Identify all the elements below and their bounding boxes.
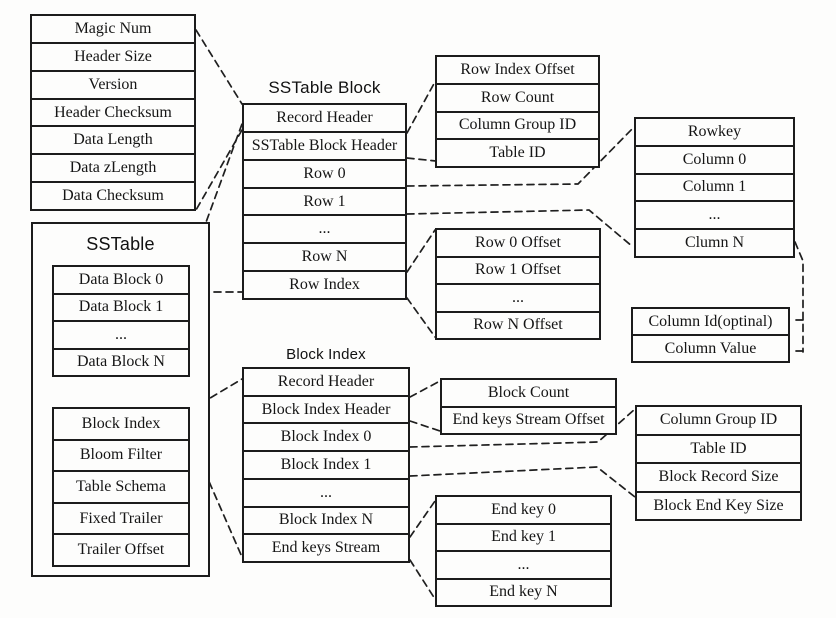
sstable-meta-row: Trailer Offset: [54, 533, 188, 565]
block-index-entry-row: Table ID: [637, 433, 800, 463]
connector-rowindex-to-offsets-top: [406, 229, 436, 273]
sstable-data-block-row: Data Block 0: [78, 270, 164, 288]
record-header-detail-row: Version: [32, 69, 194, 98]
block-index-entry-row: Block End Key Size: [637, 490, 800, 520]
sstable-block-row: Row Index: [244, 270, 405, 298]
row-detail-row: Column 0: [636, 144, 793, 173]
block-index-row: End keys Stream: [244, 533, 408, 561]
record-header-detail-row: Magic Num: [74, 19, 152, 37]
block-index-row: Record Header: [277, 372, 375, 390]
block-index-row: Block Index 0: [244, 422, 408, 450]
connector-blockheader-to-detail-bottom: [406, 157, 437, 162]
end-keys-detail-box: End key 0 End key 1 ... End key N: [435, 495, 612, 607]
connector-blockheader-to-detail-top: [406, 79, 437, 134]
sstable-meta-row: Table Schema: [54, 470, 188, 502]
sstable-data-block-row: Data Block N: [54, 347, 188, 376]
block-index-header-detail-row: Block Count: [487, 383, 570, 401]
connector-blockindex1-to-entrydetail: [409, 466, 636, 498]
block-index-header-detail-box: Block Count End keys Stream Offset: [440, 378, 617, 435]
sstable-block-header-detail-box: Row Index Offset Row Count Column Group …: [435, 55, 600, 168]
row-detail-box: Rowkey Column 0 Column 1 ... Clumn N: [634, 117, 795, 258]
block-index-entry-row: Block Record Size: [637, 462, 800, 491]
row-offset-row: Row 1 Offset: [437, 255, 599, 284]
sstable-data-blocks-box: Data Block 0 Data Block 1 ... Data Block…: [52, 265, 190, 377]
record-header-detail-row: Header Checksum: [32, 97, 194, 126]
end-key-row: End key 1: [437, 522, 610, 551]
block-index-entry-detail-box: Column Group ID Table ID Block Record Si…: [635, 405, 802, 521]
connector-clumnn-to-columndetail-bracket: [794, 241, 804, 353]
record-header-detail-row: Data zLength: [32, 153, 194, 181]
column-detail-box: Column Id(optinal) Column Value: [631, 307, 790, 363]
row-offset-row: Row N Offset: [437, 310, 599, 339]
record-header-detail-row: Data Length: [32, 125, 194, 153]
row-detail-row: ...: [636, 200, 793, 228]
sstable-meta-row: Bloom Filter: [54, 438, 188, 471]
sstable-data-block-row: ...: [54, 320, 188, 348]
end-key-row: ...: [437, 550, 610, 578]
block-index-title: Block Index: [286, 346, 366, 363]
row-detail-row: Clumn N: [636, 228, 793, 256]
block-header-detail-row: Table ID: [437, 138, 598, 166]
sstable-block-box: Record Header SSTable Block Header Row 0…: [242, 103, 407, 300]
record-header-detail-box: Magic Num Header Size Version Header Che…: [30, 14, 196, 211]
connector-biheader-to-blockcount-bottom: [409, 420, 441, 432]
block-index-entry-row: Column Group ID: [659, 411, 778, 429]
sstable-block-row: ...: [244, 214, 405, 242]
block-header-detail-row: Row Count: [437, 82, 598, 111]
row-offset-row: ...: [437, 283, 599, 311]
row-detail-row: Rowkey: [687, 122, 742, 140]
sstable-container-box: SSTable Data Block 0 Data Block 1 ... Da…: [31, 222, 210, 577]
sstable-meta-box: Block Index Bloom Filter Table Schema Fi…: [52, 407, 190, 567]
record-header-detail-row: Header Size: [32, 41, 194, 70]
sstable-data-block-row: Data Block 1: [54, 292, 188, 321]
column-detail-row: Column Value: [633, 334, 788, 361]
sstable-meta-row: Fixed Trailer: [54, 501, 188, 534]
sstable-block-row: Record Header: [276, 108, 373, 126]
sstable-block-row: SSTable Block Header: [244, 130, 405, 159]
sstable-block-row: Row 1: [244, 186, 405, 215]
connector-header-to-recordheader-top: [195, 29, 243, 105]
block-index-row: Block Index 1: [244, 450, 408, 478]
record-header-detail-row: Data Checksum: [32, 181, 194, 209]
block-index-row: Block Index Header: [244, 394, 408, 423]
sstable-block-title: SSTable Block: [268, 78, 381, 97]
connector-header-to-recordheader-bottom: [195, 129, 243, 211]
row-detail-row: Column 1: [636, 172, 793, 201]
connector-endkeysstream-to-endkeys-top: [409, 500, 436, 538]
block-index-row: ...: [244, 477, 408, 506]
connector-endkeysstream-to-endkeys-bottom: [409, 559, 436, 600]
sstable-block-row: Row N: [244, 242, 405, 270]
connector-rowindex-to-offsets-bottom: [406, 297, 436, 338]
row-offset-row: Row 0 Offset: [475, 233, 561, 251]
column-detail-row: Column Id(optinal): [648, 312, 773, 330]
sstable-meta-row: Block Index: [81, 414, 161, 432]
end-key-row: End key 0: [491, 500, 556, 518]
block-header-detail-row: Column Group ID: [437, 110, 598, 139]
block-index-box: Record Header Block Index Header Block I…: [242, 367, 410, 563]
connector-biheader-to-blockcount-top: [409, 380, 441, 398]
block-header-detail-row: Row Index Offset: [460, 60, 575, 78]
end-key-row: End key N: [437, 577, 610, 606]
sstable-block-row: Row 0: [244, 158, 405, 187]
sstable-title: SSTable: [86, 234, 155, 254]
block-index-row: Block Index N: [244, 505, 408, 534]
block-index-header-detail-row: End keys Stream Offset: [442, 405, 615, 434]
row-index-detail-box: Row 0 Offset Row 1 Offset ... Row N Offs…: [435, 228, 601, 340]
